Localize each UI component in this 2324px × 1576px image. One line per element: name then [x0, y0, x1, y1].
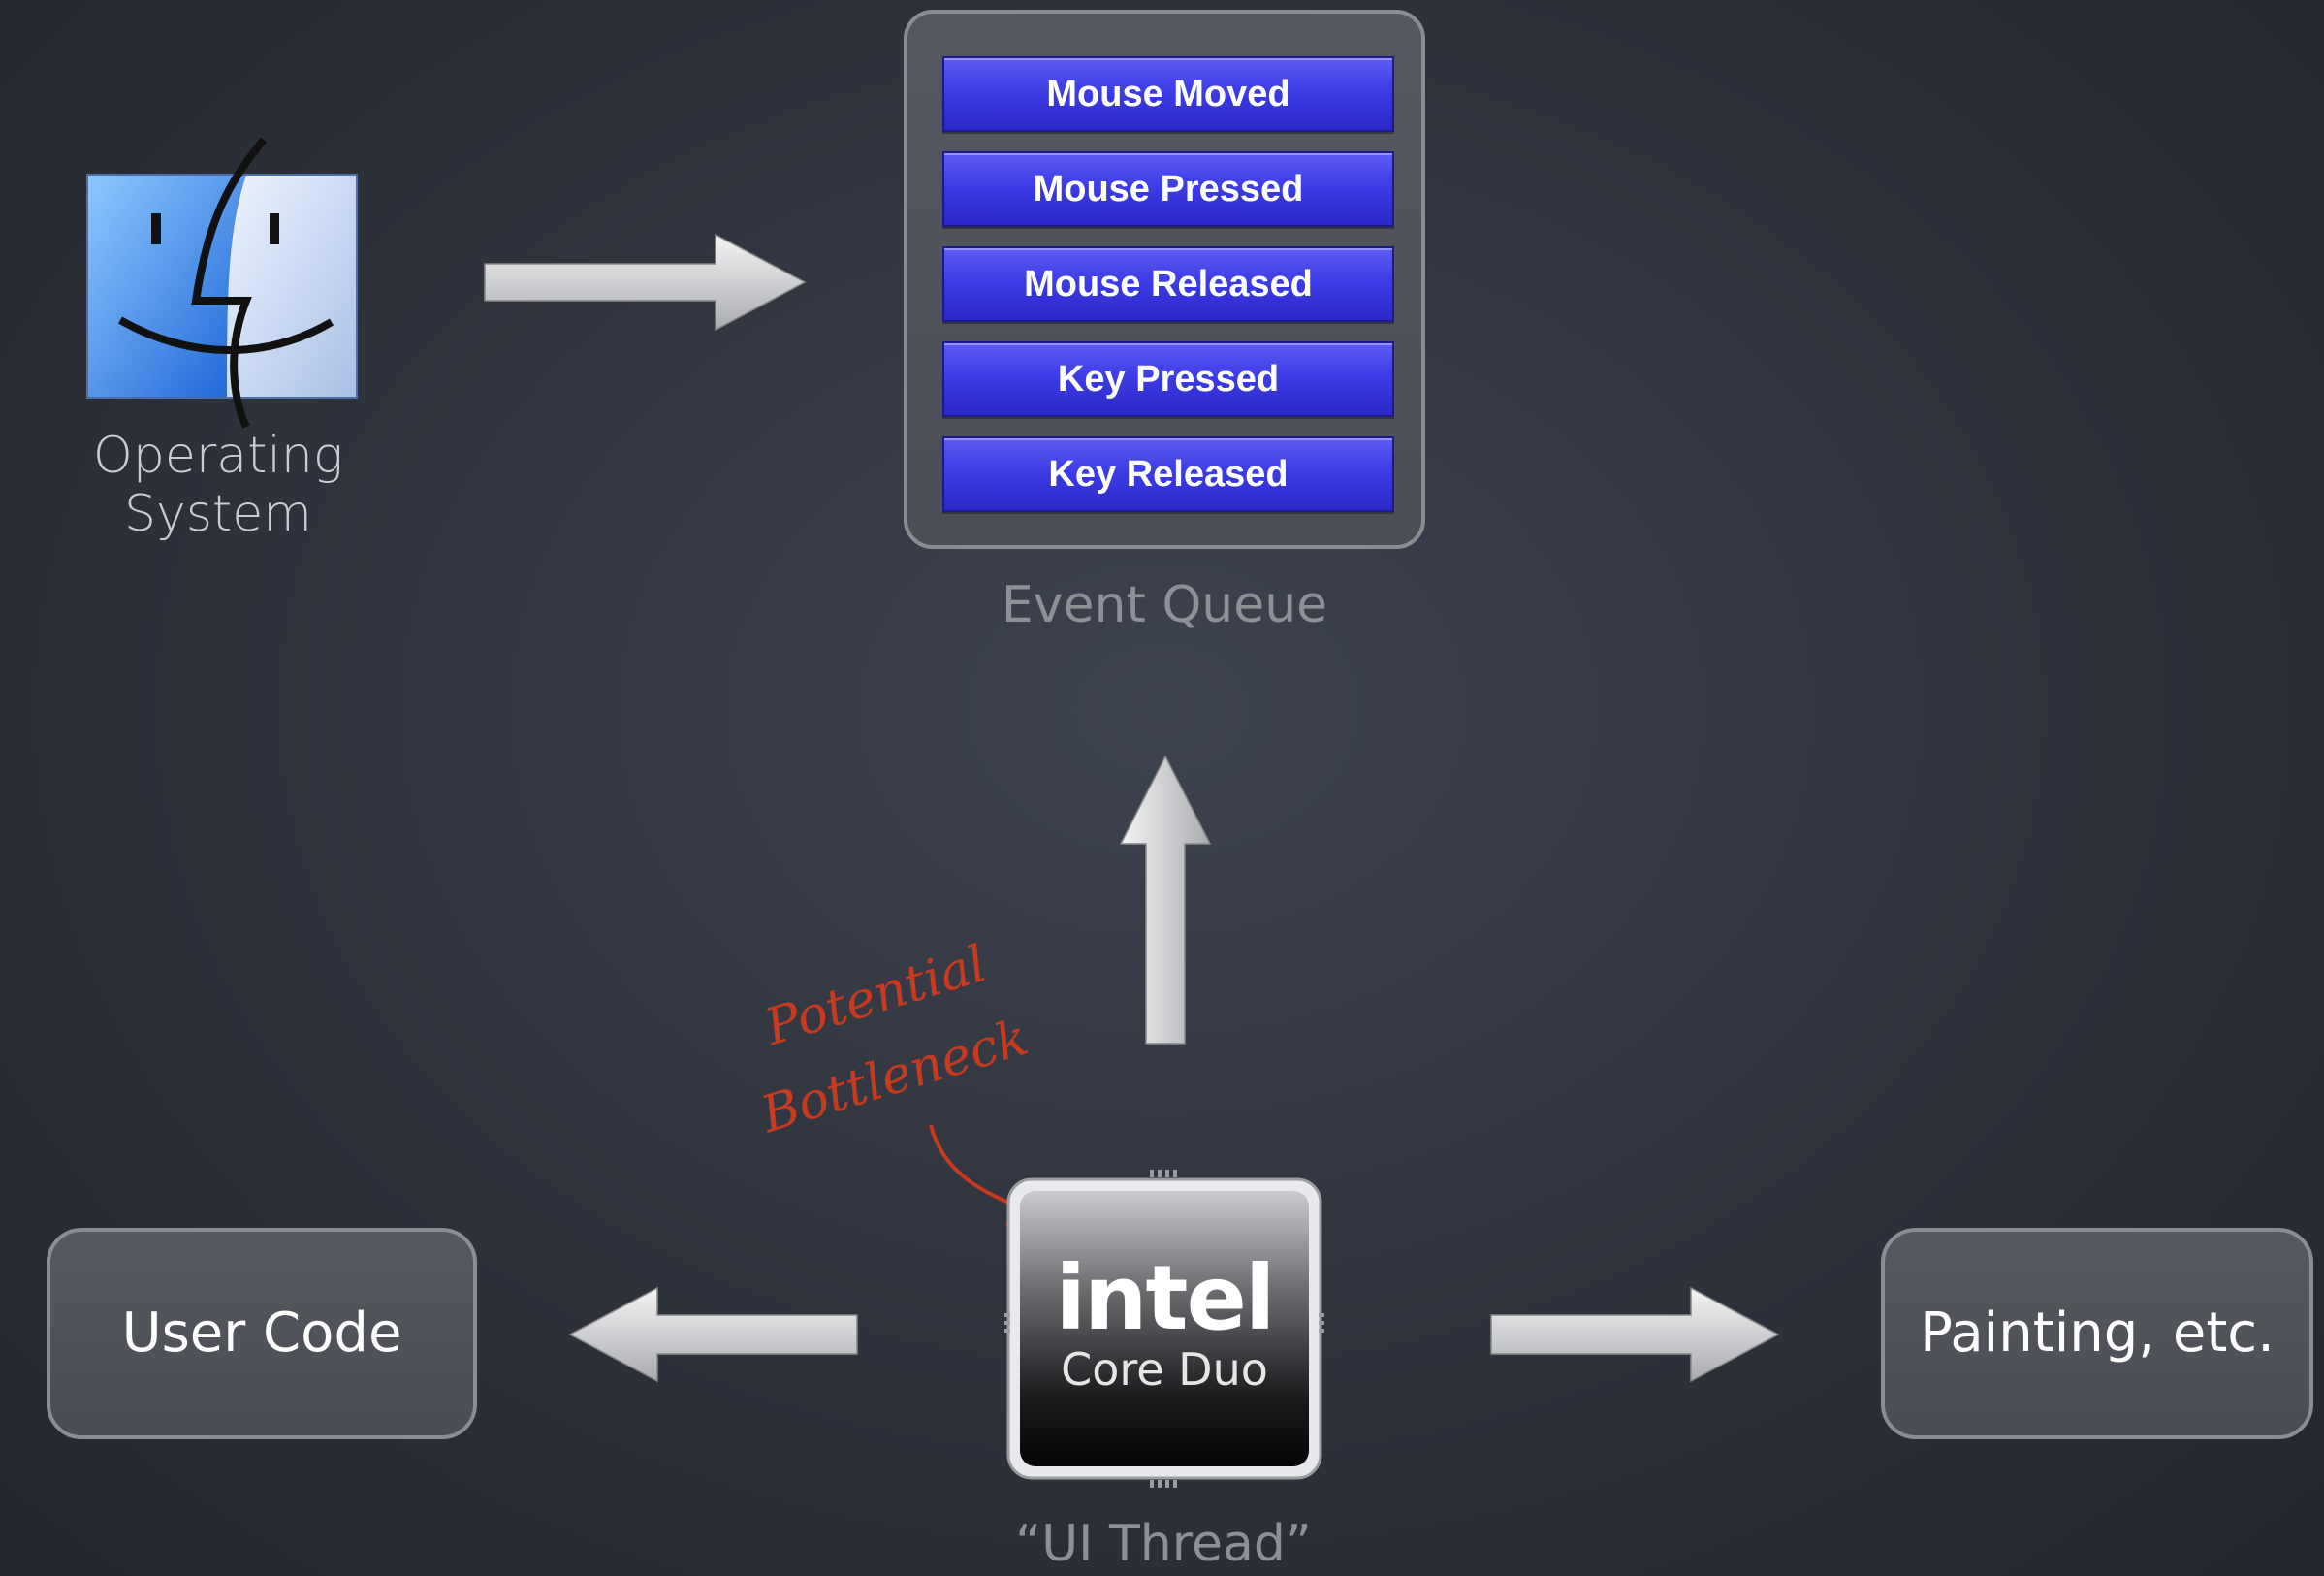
intel-chip-icon — [1004, 1170, 1324, 1488]
event-mouse-pressed: Mouse Pressed — [942, 151, 1394, 227]
event-queue: Mouse Moved Mouse Pressed Mouse Released… — [904, 10, 1425, 549]
event-mouse-released: Mouse Released — [942, 246, 1394, 322]
right-arrow-icon — [1490, 1286, 1780, 1383]
event-key-released: Key Released — [942, 436, 1394, 512]
right-arrow-icon — [484, 233, 807, 332]
finder-icon — [86, 137, 358, 429]
event-key-pressed: Key Pressed — [942, 341, 1394, 417]
chip-model: Core Duo — [1061, 1343, 1268, 1396]
event-mouse-moved: Mouse Moved — [942, 56, 1394, 132]
up-arrow-icon — [1119, 755, 1212, 1045]
left-arrow-icon — [568, 1286, 858, 1383]
painting-box: Painting, etc. — [1881, 1228, 2313, 1439]
chip-brand: intel — [1055, 1246, 1276, 1350]
user-code-box: User Code — [47, 1228, 477, 1439]
event-queue-label: Event Queue — [1001, 576, 1328, 634]
ui-thread-label: “UI Thread” — [1015, 1515, 1312, 1573]
operating-system-label: Operating System — [92, 427, 344, 543]
